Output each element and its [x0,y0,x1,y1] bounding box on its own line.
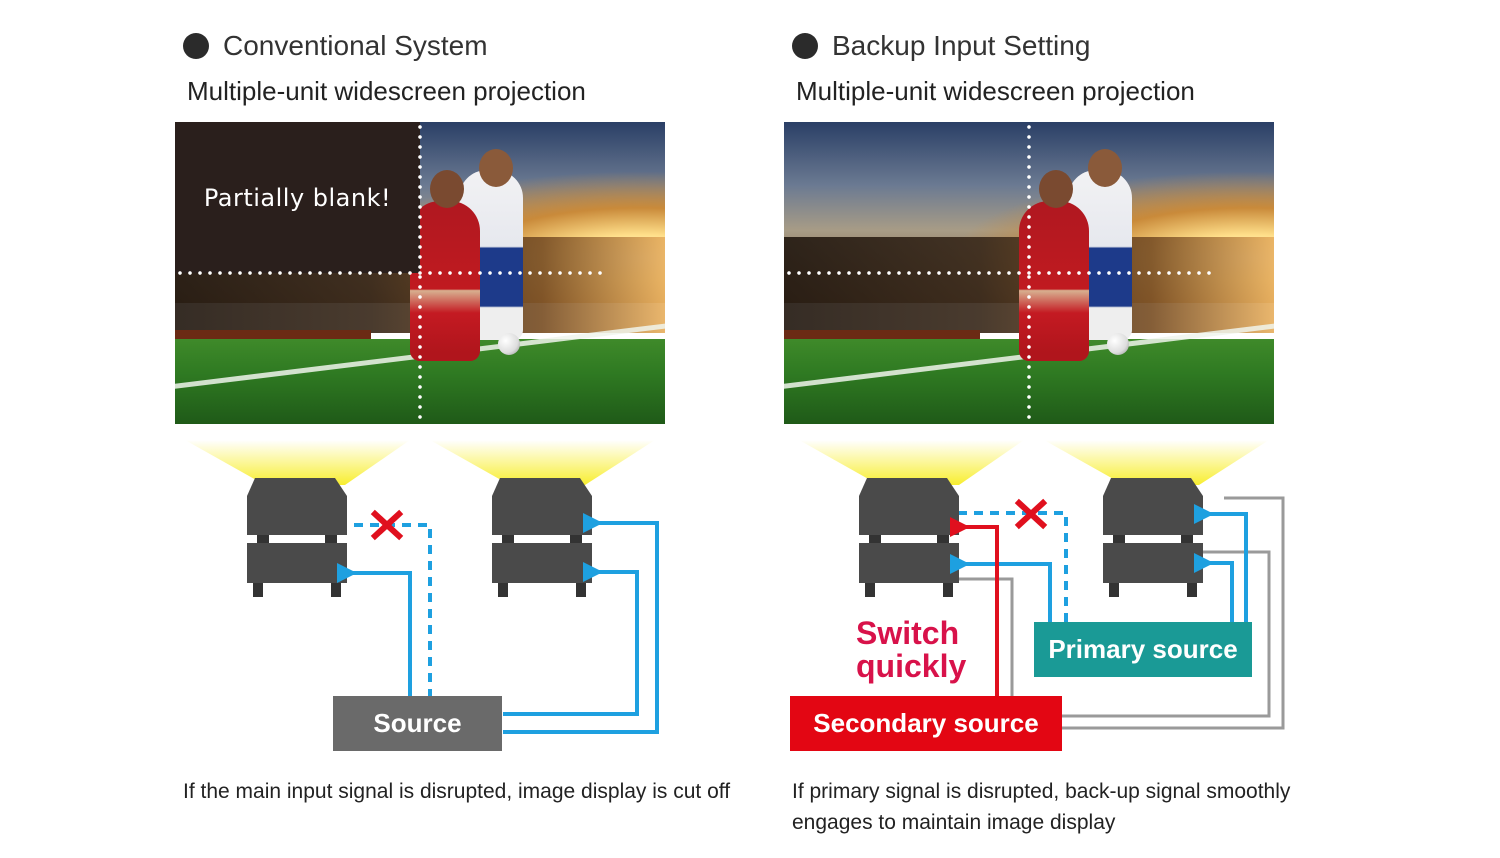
conventional-system-panel: Conventional System Multiple-unit widesc… [175,0,775,858]
switch-label-line2: quickly [856,648,967,684]
primary-source-label: Primary source [1048,634,1238,664]
signal-line [337,563,412,698]
backup-cable [959,577,1014,696]
beam-right [430,440,655,485]
red-x-icon [1014,498,1048,530]
horizontal-divider [784,271,1214,275]
backup-caption: If primary signal is disrupted, back-up … [792,780,1291,834]
disrupted-signal-line [959,511,1068,622]
conventional-caption: If the main input signal is disrupted, i… [183,780,731,803]
conventional-heading-text: Conventional System [223,30,488,61]
backup-projection-screen [784,122,1274,424]
backup-heading-text: Backup Input Setting [832,30,1091,61]
source-label: Source [373,708,462,738]
projector-icon [859,478,959,597]
signal-line [503,513,659,734]
source-box: Source [333,696,502,751]
signal-line [503,562,639,716]
projector-icon [492,478,592,597]
conventional-heading: Conventional System [183,30,488,62]
secondary-source-box: Secondary source [790,696,1062,751]
conventional-wiring-diagram [185,440,659,734]
partially-blank-label: Partially blank! [203,183,392,212]
switch-label-line1: Switch [856,615,960,651]
projector-icon [1103,478,1203,597]
backup-heading: Backup Input Setting [792,30,1090,62]
beam-left [185,440,410,485]
conventional-projection-screen: Partially blank! [175,122,665,424]
primary-signal-line [1194,553,1234,622]
disrupted-signal-line [347,523,432,698]
primary-signal-line [950,554,1052,622]
secondary-source-label: Secondary source [813,708,1039,738]
projector-icon [247,478,347,597]
backup-input-panel: Backup Input Setting Multiple-unit wides… [784,0,1384,858]
soccer-ball [1107,333,1130,356]
switch-quickly-label: Switch quickly [856,617,966,683]
red-x-icon [370,509,404,541]
beam-left [799,440,1024,485]
primary-source-box: Primary source [1034,622,1252,677]
soccer-ball [498,333,521,356]
conventional-subheading: Multiple-unit widescreen projection [187,76,586,106]
bullet-icon [792,33,818,59]
backup-cable [1062,550,1271,718]
backup-wiring-diagram [799,440,1285,730]
beam-right [1044,440,1269,485]
bullet-icon [183,33,209,59]
blank-quadrant: Partially blank! [175,122,420,273]
backup-cable [1062,496,1285,730]
switch-signal-line [950,517,999,696]
primary-signal-line [1194,504,1248,622]
backup-subheading: Multiple-unit widescreen projection [796,76,1195,106]
horizontal-divider [175,271,605,275]
